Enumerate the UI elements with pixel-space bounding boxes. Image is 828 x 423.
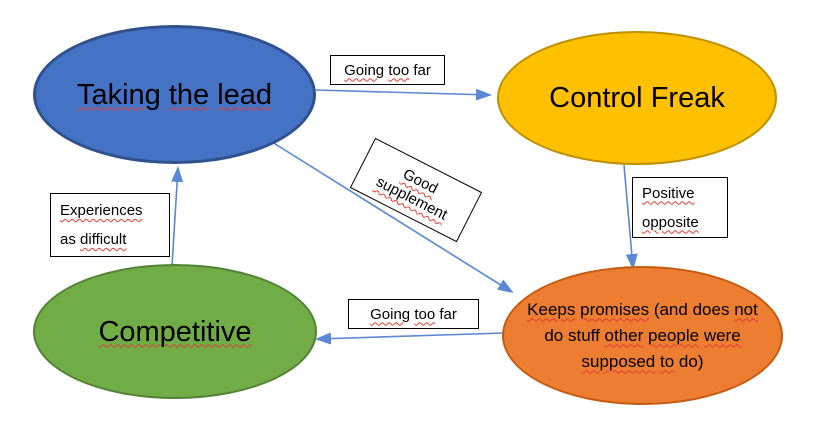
arrow-taking-lead-to-control-freak[interactable]	[315, 88, 492, 101]
edge-label-positive-opposite-text: Positive opposite	[642, 179, 699, 237]
arrow-keeps-promises-to-competitive[interactable]	[315, 332, 505, 345]
word: Taking	[76, 78, 161, 111]
word: does	[692, 299, 730, 319]
word: supposed	[581, 351, 656, 371]
edge-label-experiences-as-difficult[interactable]: Experiences as difficult	[50, 193, 170, 257]
word: Competitive	[98, 315, 252, 348]
word: were	[703, 325, 741, 345]
arrow-taking-lead-to-keeps-promises[interactable]	[271, 141, 514, 294]
word: difficult	[80, 231, 127, 248]
word: lead	[217, 78, 273, 111]
word: stuff	[567, 325, 600, 345]
edge-label-going-too-far-top-text: Going too far	[344, 62, 431, 79]
edge-label-experiences-as-difficult-text: Experiences as difficult	[60, 196, 143, 254]
word: promises	[580, 299, 650, 319]
node-control-freak[interactable]: Control Freak	[497, 31, 777, 165]
word: other	[604, 325, 644, 345]
word: Experiences	[60, 202, 143, 219]
node-competitive[interactable]: Competitive	[33, 264, 317, 399]
word: not	[734, 299, 758, 319]
word: as	[60, 231, 76, 248]
node-keeps-promises[interactable]: Keeps promises (and does not do stuff oth…	[502, 266, 783, 405]
edge-label-positive-opposite[interactable]: Positive opposite	[632, 177, 728, 238]
word: Freak	[650, 82, 725, 114]
word: too	[414, 305, 436, 323]
node-control-freak-label: Control Freak	[539, 81, 735, 115]
word: Going	[344, 61, 385, 79]
word: do	[544, 325, 564, 345]
word: people	[648, 325, 700, 345]
word: Keeps	[527, 299, 576, 319]
arrow-competitive-to-taking-lead[interactable]	[171, 166, 184, 267]
word: opposite	[642, 213, 699, 231]
node-competitive-label: Competitive	[88, 315, 261, 349]
word: Control	[549, 82, 643, 114]
word: too	[388, 61, 410, 79]
word: far	[439, 305, 457, 323]
node-taking-the-lead-label: Taking the lead	[67, 78, 282, 112]
word: far	[413, 61, 431, 79]
word: Going	[370, 305, 411, 323]
word: Positive	[642, 184, 695, 202]
edge-label-going-too-far-bottom-text: Going too far	[370, 306, 457, 323]
edge-label-going-too-far-top[interactable]: Going too far	[330, 55, 445, 85]
word: (and	[653, 299, 688, 319]
edge-label-going-too-far-bottom[interactable]: Going too far	[348, 299, 479, 329]
arrow-control-freak-to-keeps-promises[interactable]	[623, 164, 638, 270]
word: to	[659, 351, 675, 371]
node-taking-the-lead[interactable]: Taking the lead	[33, 25, 316, 164]
word: the	[168, 78, 210, 111]
node-keeps-promises-label: Keeps promises (and does not do stuff oth…	[521, 297, 764, 375]
word: do)	[678, 351, 704, 371]
